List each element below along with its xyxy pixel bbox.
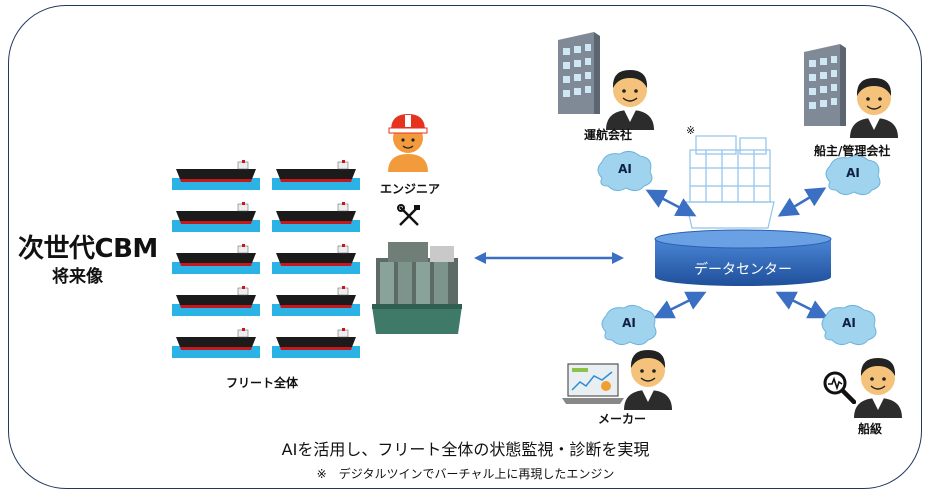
class-label: 船級 (858, 422, 883, 436)
ai-brain-shipping: AI (594, 148, 656, 194)
person-icon (850, 78, 898, 138)
ship-icon (271, 201, 361, 233)
diagram-subtitle: 将来像 (52, 267, 103, 287)
ship-icon (171, 285, 261, 317)
data-center: データセンター (654, 229, 832, 287)
digital-twin-note-mark: ※ (686, 124, 696, 137)
brain-ai-icon (821, 304, 877, 346)
engineer-icon (383, 108, 433, 172)
database-icon (654, 229, 832, 286)
brain-ai-icon (825, 154, 881, 196)
person-icon (854, 358, 902, 418)
laptop-chart-icon (562, 362, 624, 404)
ai-label: AI (622, 316, 636, 330)
ship-icon (171, 159, 261, 191)
ai-brain-maker: AI (598, 302, 660, 348)
digital-twin-engine-icon (682, 128, 778, 232)
data-center-label: データセンター (694, 262, 792, 278)
building-icon (800, 40, 846, 126)
ai-label: AI (842, 316, 856, 330)
brain-ai-icon (597, 150, 653, 192)
person-icon-owner (846, 68, 902, 138)
ai-label: AI (618, 162, 632, 176)
maker-label: メーカー (598, 412, 647, 426)
person-icon (624, 350, 672, 410)
ship-icon (271, 285, 361, 317)
ship-icon (271, 327, 361, 359)
footnote: ※ デジタルツインでバーチャル上に再現したエンジン (316, 467, 615, 481)
ai-label: AI (846, 166, 860, 180)
ship-icon (271, 159, 361, 191)
caption: AIを活用し、フリート全体の状態監視・診断を実現 (281, 440, 650, 459)
ship-icon (171, 201, 261, 233)
person-icon (606, 70, 654, 130)
engine-icon (368, 238, 466, 336)
fleet-ships (171, 159, 361, 359)
ai-brain-owner: AI (822, 152, 884, 198)
ship-icon (171, 327, 261, 359)
ship-icon (171, 243, 261, 275)
tools-icon (397, 204, 421, 228)
building-icon (554, 28, 600, 114)
owner-label: 船主/管理会社 (814, 144, 891, 158)
fleet-label: フリート全体 (226, 376, 299, 390)
engine-datacenter-arrow (474, 250, 624, 266)
brain-ai-icon (601, 304, 657, 346)
diagram-frame (8, 5, 922, 489)
fleet-group (171, 159, 362, 370)
person-icon-shipping (602, 60, 658, 130)
shipping-company-label: 運航会社 (584, 128, 633, 142)
person-icon-maker (620, 340, 676, 410)
ai-brain-class: AI (818, 302, 880, 348)
person-icon-class (850, 348, 906, 418)
engineer-label: エンジニア (380, 182, 441, 196)
ship-icon (271, 243, 361, 275)
connector-arrows (590, 170, 890, 330)
diagram-title: 次世代CBM (18, 234, 158, 264)
magnifier-icon (822, 370, 857, 405)
